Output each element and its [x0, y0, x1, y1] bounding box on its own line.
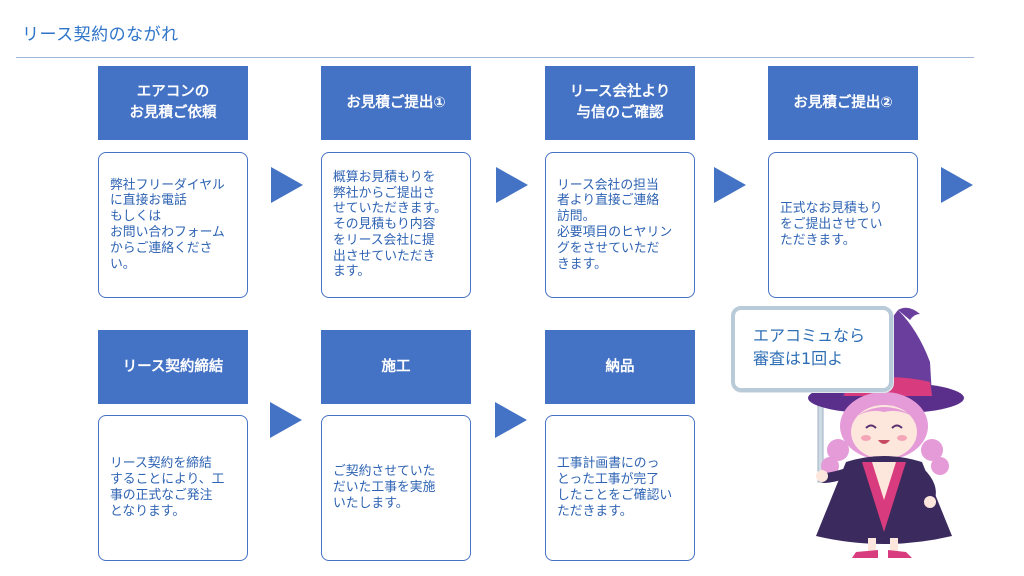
flow-arrow-icon [270, 402, 302, 438]
step-3-header: リース会社より 与信のご確認 [545, 66, 695, 140]
step-7-description: 工事計画書にのっ とった工事が完了 したことをご確認い ただきます。 [545, 415, 695, 561]
step-6-header: 施工 [321, 330, 471, 404]
step-2-header: お見積ご提出① [321, 66, 471, 140]
step-5-header: リース契約締結 [98, 330, 248, 404]
step-4-description: 正式なお見積もり をご提出させてい ただきます。 [768, 152, 918, 298]
step-4-header: お見積ご提出② [768, 66, 918, 140]
step-7-description-text: 工事計画書にのっ とった工事が完了 したことをご確認い ただきます。 [557, 456, 673, 519]
flow-arrow-icon [496, 167, 528, 203]
step-5-description-text: リース契約を締結 することにより、工 事の正式なご発注 となります。 [110, 456, 225, 519]
step-6-description: ご契約させていた だいた工事を実施 いたします。 [321, 415, 471, 561]
step-7-header: 納品 [545, 330, 695, 404]
mascot-sign: エアコミュなら 審査は1回よ [731, 306, 893, 392]
step-5-description: リース契約を締結 することにより、工 事の正式なご発注 となります。 [98, 415, 248, 561]
step-2-description: 概算お見積もりを 弊社からご提出さ せていただきます。 その見積もり内容 をリー… [321, 152, 471, 298]
step-1-description: 弊社フリーダイヤル に直接お電話 もしくは お問い合わフォーム からご連絡くださ… [98, 152, 248, 298]
step-3-description-text: リース会社の担当 者より直接ご連絡 訪問。 必要項目のヒヤリン グをさせていただ… [557, 177, 673, 272]
flow-arrow-icon [271, 167, 303, 203]
page-title: リース契約のながれ [22, 25, 179, 45]
step-1-header: エアコンの お見積ご依頼 [98, 66, 248, 140]
flow-arrow-icon [941, 167, 973, 203]
step-6-description-text: ご契約させていた だいた工事を実施 いたします。 [333, 464, 436, 511]
step-3-description: リース会社の担当 者より直接ご連絡 訪問。 必要項目のヒヤリン グをさせていただ… [545, 152, 695, 298]
step-2-description-text: 概算お見積もりを 弊社からご提出さ せていただきます。 その見積もり内容 をリー… [333, 169, 447, 280]
flow-arrow-icon [495, 402, 527, 438]
flow-arrow-icon [714, 167, 746, 203]
title-divider [16, 57, 974, 58]
step-1-description-text: 弊社フリーダイヤル に直接お電話 もしくは お問い合わフォーム からご連絡くださ… [110, 177, 225, 272]
step-4-description-text: 正式なお見積もり をご提出させてい ただきます。 [780, 201, 883, 248]
